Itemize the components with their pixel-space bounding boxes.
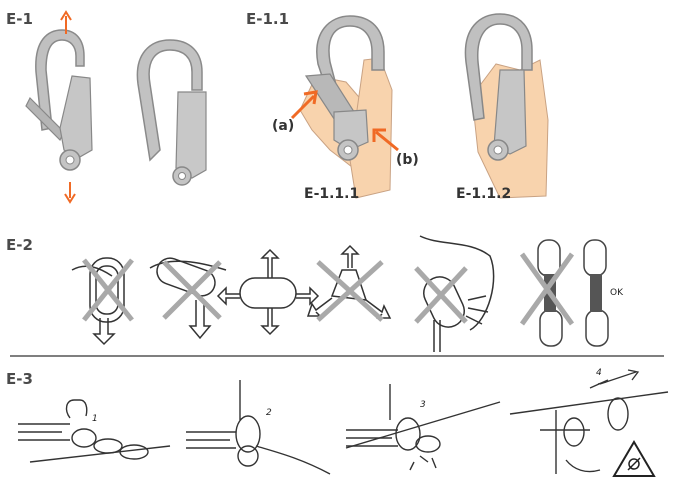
callout-b-label: (b) — [396, 152, 419, 168]
quickdraw-correct-illustration — [584, 240, 608, 346]
callout-a-label: (a) — [272, 118, 294, 134]
section-e2-label: E-2 — [6, 236, 33, 254]
section-e3-label: E-3 — [6, 370, 33, 388]
figure-e111-label: E-1.1.1 — [304, 186, 359, 202]
step-1-number: 1 — [92, 414, 98, 424]
carabiner-rock-edge-illustration — [419, 236, 494, 352]
section-e11-label: E-1.1 — [246, 10, 289, 28]
step-2-illustration — [186, 380, 330, 474]
step-1-illustration — [18, 400, 170, 462]
pull-arrow-down-icon — [65, 182, 75, 202]
cross-mark-icon — [164, 262, 220, 318]
carabiner-triaxial-load-illustration — [218, 250, 318, 334]
warning-triangle-icon — [614, 442, 654, 476]
hand-opening-hook-illustration — [300, 16, 392, 198]
snap-hook-open-illustration — [26, 30, 92, 170]
cross-mark-icon — [522, 254, 572, 324]
figure-e112-label: E-1.1.2 — [456, 186, 511, 202]
step-3-illustration — [346, 384, 500, 470]
hand-closing-hook-illustration — [465, 14, 548, 198]
ok-text: OK — [610, 288, 623, 298]
step-2-number: 2 — [266, 408, 272, 418]
rope-direction-arrow-icon — [600, 370, 638, 384]
carabiner-three-way-pull-illustration — [308, 246, 390, 318]
cross-mark-icon — [84, 260, 132, 320]
step-4-number: 4 — [596, 368, 602, 378]
step-3-number: 3 — [420, 400, 426, 410]
snap-hook-closed-illustration — [137, 40, 206, 185]
